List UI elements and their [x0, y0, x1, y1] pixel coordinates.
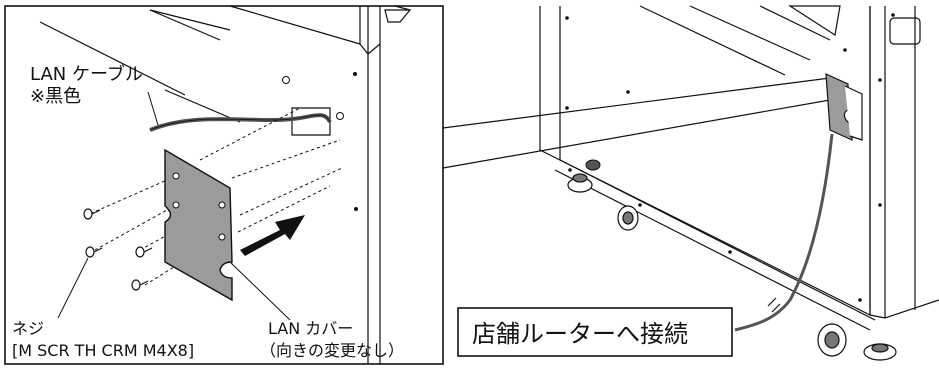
lan-cover-label: LAN カバー [268, 319, 353, 338]
router-label-box [457, 307, 733, 357]
cover-leader-line [229, 261, 291, 321]
rivet [354, 207, 358, 211]
casters [567, 173, 897, 361]
cover-hole [218, 201, 226, 209]
cable-leader-line [147, 91, 159, 126]
bracket-plate [844, 85, 863, 141]
caster-wheel-icon [617, 205, 639, 231]
router-connect-label: 店舗ルーターへ接続 [472, 320, 688, 348]
screw-icon [83, 208, 101, 220]
cover-hole [218, 233, 226, 241]
assembly-guide-lines [84, 107, 343, 286]
lan-port-icon [585, 159, 601, 171]
screw-icon [135, 246, 153, 258]
lan-cable-outline [149, 114, 331, 131]
lan-cable-color-note: ※黒色 [30, 86, 81, 107]
right-cabinet-view [539, 5, 939, 331]
lan-cover-note: （向きの変更なし） [260, 341, 404, 360]
cabinet-rivets [565, 13, 895, 302]
left-detail-panel: LAN ケーブル ※黒色 ネジ [M SCR TH CRM M4X8] LAN … [4, 5, 444, 365]
screw-leader-line [57, 257, 89, 319]
screw-label: ネジ [12, 319, 44, 338]
insert-direction-arrow-icon [240, 215, 305, 256]
cable-opening [291, 107, 331, 136]
cover-hole [172, 201, 180, 209]
lan-cable-label: LAN ケーブル [30, 63, 143, 85]
zoom-callout-lines [442, 77, 831, 169]
cabinet-side-left [39, 5, 412, 364]
screw-icon [131, 279, 149, 291]
caster-wheel-icon [817, 323, 847, 357]
cable-break-mark [767, 297, 781, 313]
side-handle [889, 17, 921, 45]
left-panel-frame [4, 5, 444, 365]
rivet [353, 72, 357, 76]
caster-wheel-icon [863, 343, 897, 361]
screws [83, 208, 153, 291]
lan-cover-plate [164, 148, 233, 302]
screw-hole [282, 76, 290, 84]
screw-hole [336, 112, 344, 120]
cover-hole [172, 172, 180, 180]
screw-part-number: [M SCR TH CRM M4X8] [12, 341, 194, 360]
caster-wheel-icon [567, 173, 593, 193]
lan-cable-right [734, 133, 834, 332]
screw-icon [85, 246, 103, 258]
